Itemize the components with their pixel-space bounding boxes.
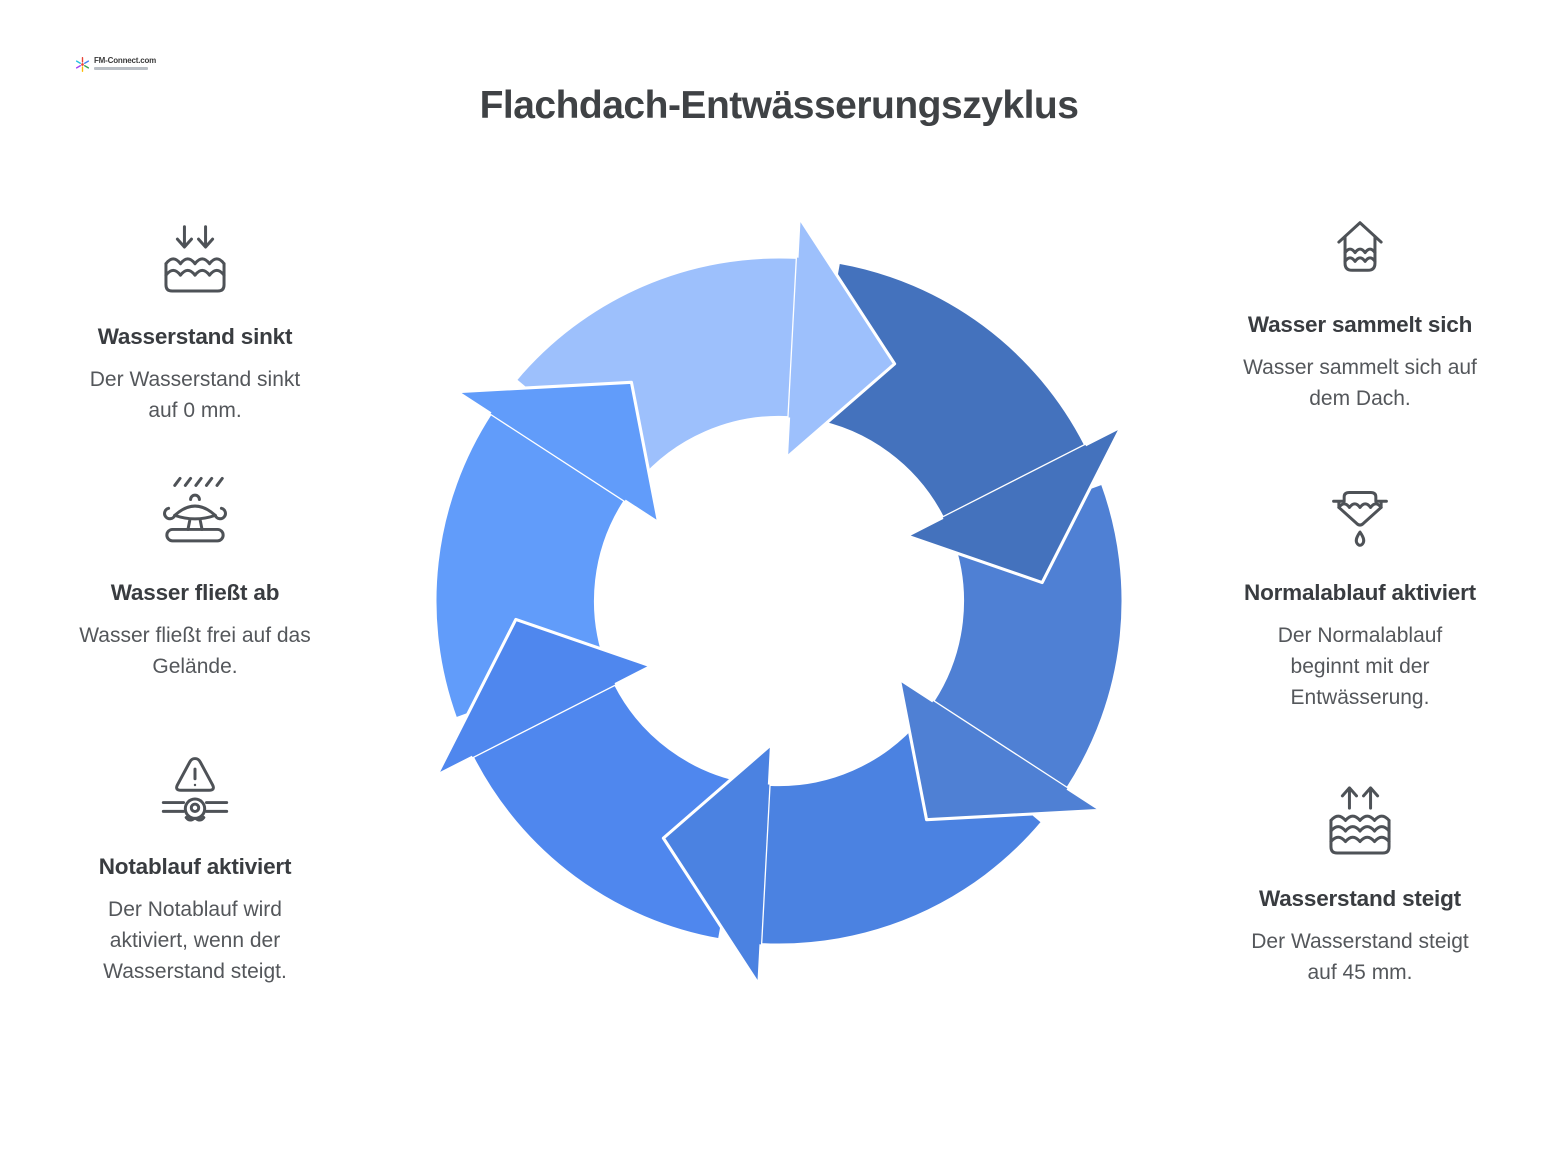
step-title: Notablauf aktiviert [98,854,292,879]
cycle-arrowhead [456,382,659,523]
logo: FM-Connect.com [74,56,156,73]
step-title: Wasserstand sinkt [97,324,293,349]
logo-starburst-icon [75,57,90,72]
step-normalablauf-aktiviert: Normalablauf aktiviert Der Normalablauf … [1205,474,1515,713]
step-description: Der Normalablauf beginnt mit der Entwäss… [1277,624,1443,709]
water-drain-off-icon [163,476,227,543]
step-title: Wasser sammelt sich [1247,312,1473,337]
logo-tagline [94,67,148,70]
page-title: Flachdach-Entwässerungszyklus [479,84,1079,127]
step-notablauf-aktiviert: Notablauf aktiviert Der Notablauf wird a… [40,748,350,987]
step-wasser-sammelt-sich: Wasser sammelt sich Wasser sammelt sich … [1205,206,1515,414]
cycle-arrowhead [663,744,772,985]
step-description: Wasser sammelt sich auf dem Dach. [1243,356,1477,410]
cycle-arrowhead [436,619,652,776]
cycle-arrowhead [906,426,1122,583]
emergency-drain-warning-icon [161,757,229,822]
step-wasserstand-sinkt: Wasserstand sinkt Der Wasserstand sinkt … [40,218,350,426]
logo-name: FM-Connect.com [94,56,157,65]
cycle-arrowhead [786,217,895,458]
funnel-drip-icon [1332,490,1388,547]
cycle-arrow-top-right [809,260,1088,520]
step-description: Der Wasserstand sinkt auf 0 mm. [89,368,301,422]
step-title: Normalablauf aktiviert [1244,580,1476,605]
cycle-diagram [433,215,1125,987]
step-description: Der Notablauf wird aktiviert, wenn der W… [103,898,287,983]
step-wasser-fliesst-ab: Wasser fließt ab Wasser fließt frei auf … [40,474,350,682]
water-level-sink-icon [164,225,226,293]
step-wasserstand-steigt: Wasserstand steigt Der Wasserstand steig… [1205,780,1515,988]
cycle-arrow-bottom-left [470,682,749,942]
step-description: Der Wasserstand steigt auf 45 mm. [1251,930,1469,984]
step-title: Wasser fließt ab [110,580,280,605]
cycle-arrowhead [899,679,1102,820]
step-title: Wasserstand steigt [1259,886,1461,911]
house-water-icon [1337,221,1383,272]
step-description: Wasser fließt frei auf das Gelände. [79,624,311,678]
water-level-rise-icon [1329,786,1391,855]
